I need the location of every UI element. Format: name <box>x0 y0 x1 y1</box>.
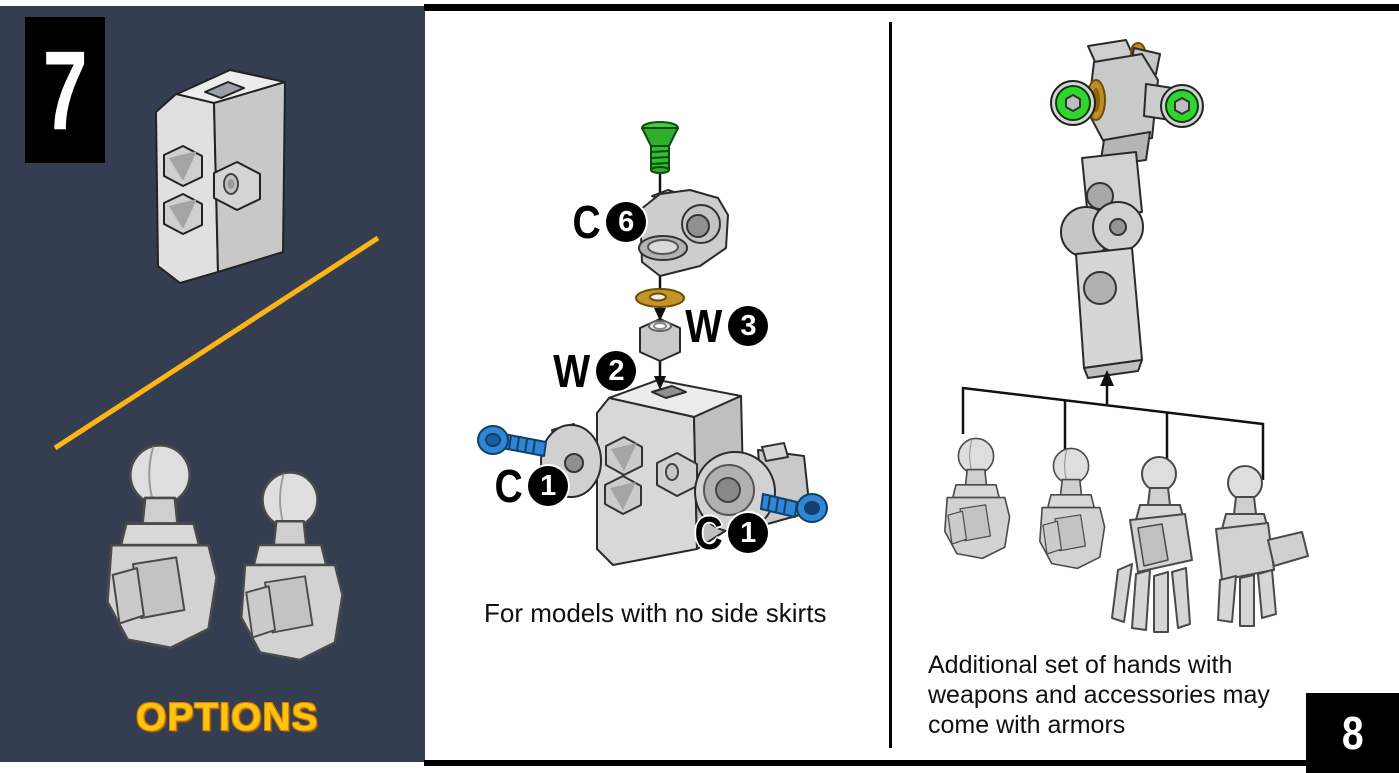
part-label-circle: 1 <box>528 466 569 506</box>
part-label-number: 1 <box>540 469 557 502</box>
step-number: 7 <box>42 27 88 153</box>
right-caption: Additional set of hands with weapons and… <box>928 650 1270 740</box>
panel-divider-line <box>889 22 892 748</box>
hand-options-illustration <box>943 437 1309 633</box>
open-hand <box>1111 456 1193 633</box>
part-label-c1-right: C 1 <box>692 507 769 559</box>
part-label-circle: 1 <box>728 513 769 553</box>
hands-connector-lines <box>961 370 1265 512</box>
relaxed-hand <box>1215 465 1309 627</box>
part-label-c6: C 6 <box>570 196 647 248</box>
part-label-number: 2 <box>608 354 625 387</box>
right-caption-line: weapons and accessories may <box>928 681 1270 709</box>
page-number-badge: 8 <box>1306 693 1399 773</box>
top-rule <box>424 4 1399 11</box>
page-number: 8 <box>1341 707 1364 759</box>
part-label-number: 1 <box>740 516 757 549</box>
middle-caption: For models with no side skirts <box>484 598 827 628</box>
part-label-circle: 3 <box>728 306 769 346</box>
part-label-circle: 6 <box>606 202 647 242</box>
part-label-letter: W <box>553 345 591 397</box>
arm-assembly-illustration <box>1050 39 1204 379</box>
part-label-letter: C <box>572 196 601 248</box>
part-label-letter: C <box>694 507 723 559</box>
part-label-letter: C <box>494 460 523 512</box>
step-number-badge: 7 <box>25 17 105 163</box>
part-label-number: 6 <box>618 205 635 238</box>
right-caption-line: come with armors <box>928 711 1126 739</box>
part-label-w2: W 2 <box>550 345 637 397</box>
bottom-rule <box>424 760 1399 766</box>
part-label-c1-left: C 1 <box>492 460 569 512</box>
part-label-letter: W <box>685 300 723 352</box>
part-label-number: 3 <box>740 309 757 342</box>
right-caption-line: Additional set of hands with <box>928 651 1233 679</box>
part-label-w3: W 3 <box>682 300 769 352</box>
options-heading: OPTIONS <box>136 696 319 739</box>
part-label-circle: 2 <box>596 351 637 391</box>
